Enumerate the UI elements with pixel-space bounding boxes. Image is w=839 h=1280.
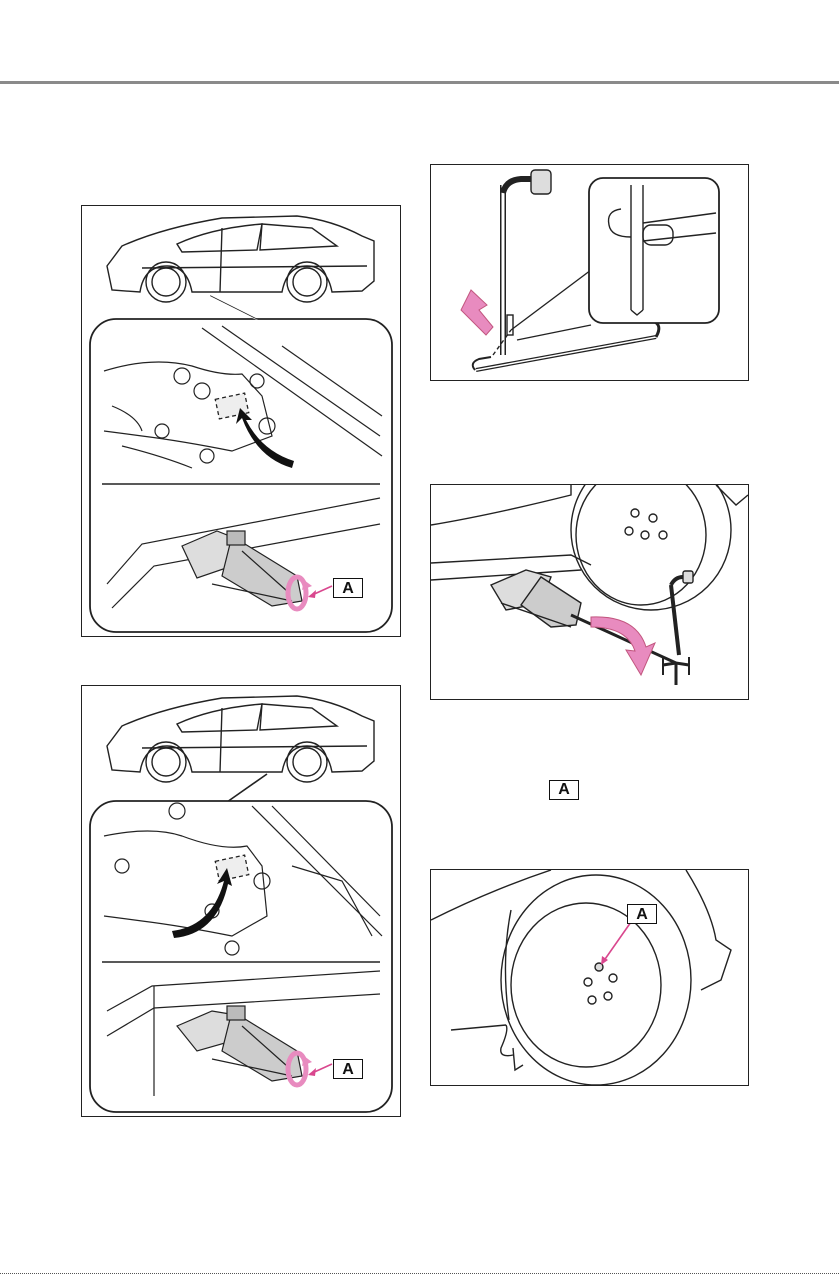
jack-handle-illustration (431, 165, 748, 380)
callout-a-label: A (333, 578, 363, 598)
inset-detail-frame (589, 178, 719, 323)
callout-arrow-line (603, 922, 631, 962)
rotation-arrow (591, 617, 655, 675)
callout-a-label: A (627, 904, 657, 924)
inline-callout-a: A (549, 780, 579, 800)
car-side-view (107, 696, 374, 782)
figure-jack-handle-assembly (430, 164, 749, 381)
rear-jack-point-illustration (82, 686, 400, 1116)
callout-a-label: A (333, 1059, 363, 1079)
figure-raising-vehicle (430, 484, 749, 700)
insert-arrow (461, 290, 493, 335)
car-side-view (107, 216, 374, 302)
front-jack-point-illustration (82, 206, 400, 636)
footer-rule (0, 1273, 839, 1275)
wheel-removal-illustration (431, 870, 748, 1085)
figure-rear-jack-point: A (81, 685, 401, 1117)
header-rule (0, 81, 839, 84)
figure-front-jack-point: A (81, 205, 401, 637)
raising-vehicle-illustration (431, 485, 748, 699)
figure-wheel-removal: A (430, 869, 749, 1086)
